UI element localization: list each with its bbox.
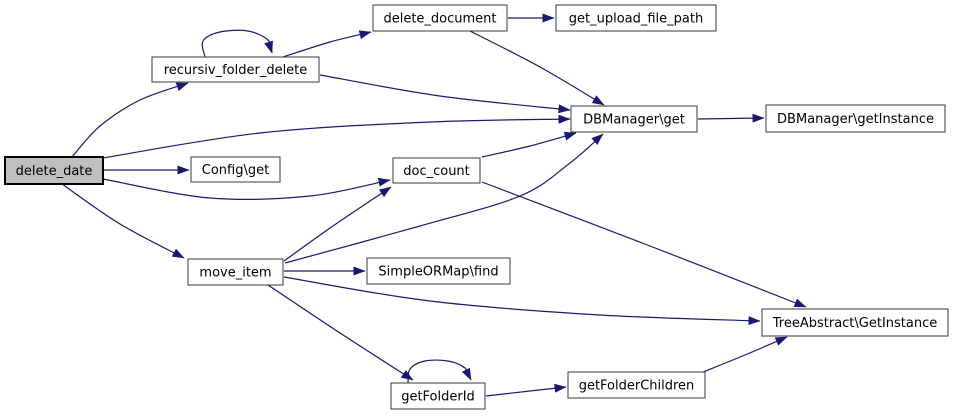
edge-move_item-to-doc_count	[283, 186, 392, 262]
node-delete_document[interactable]: delete_document	[372, 4, 508, 32]
edge-recursiv_folder_delete-to-dbmanager_get	[319, 74, 571, 114]
node-box-dbmanager_getinstance[interactable]	[765, 104, 946, 133]
node-label-getfolderchildren: getFolderChildren	[579, 379, 695, 394]
edge-doc_count-to-treeabstract_getinstance	[481, 181, 807, 308]
edge-delete_date-to-move_item	[61, 183, 185, 259]
node-box-config_get[interactable]	[190, 156, 281, 183]
edge-dbmanager_get-to-dbmanager_getinstance	[697, 113, 765, 123]
edge-delete_document-to-dbmanager_get	[469, 30, 605, 106]
node-doc_count[interactable]: doc_count	[392, 157, 481, 184]
node-label-get_upload_file_path: get_upload_file_path	[569, 12, 703, 27]
node-getfolderchildren[interactable]: getFolderChildren	[567, 371, 706, 399]
node-label-recursiv_folder_delete: recursiv_folder_delete	[164, 63, 308, 78]
edge-doc_count-to-dbmanager_get	[481, 131, 577, 158]
edge-move_item-to-treeabstract_getinstance	[283, 276, 761, 326]
node-recursiv_folder_delete[interactable]: recursiv_folder_delete	[151, 56, 320, 83]
edge-getfolderchildren-to-treeabstract_getinstance	[702, 336, 788, 373]
node-box-get_upload_file_path[interactable]	[555, 4, 717, 32]
node-label-dbmanager_get: DBManager\get	[583, 113, 685, 128]
node-label-dbmanager_getinstance: DBManager\getInstance	[777, 112, 934, 127]
node-box-simpleormap_find[interactable]	[366, 257, 511, 285]
node-label-delete_date: delete_date	[16, 164, 93, 179]
node-label-doc_count: doc_count	[403, 164, 470, 179]
node-label-move_item: move_item	[199, 266, 271, 281]
node-dbmanager_getinstance[interactable]: DBManager\getInstance	[765, 104, 946, 133]
node-box-getfolderid[interactable]	[390, 382, 486, 410]
node-box-doc_count[interactable]	[392, 157, 481, 184]
node-label-simpleormap_find: SimpleORMap\find	[378, 265, 498, 280]
edge-delete_date-to-recursiv_folder_delete	[71, 82, 189, 158]
node-config_get[interactable]: Config\get	[190, 156, 281, 183]
edge-move_item-to-dbmanager_get	[284, 133, 604, 264]
node-box-delete_document[interactable]	[372, 4, 508, 32]
node-label-delete_document: delete_document	[383, 12, 496, 27]
node-get_upload_file_path[interactable]: get_upload_file_path	[555, 4, 717, 32]
node-getfolderid[interactable]: getFolderId	[390, 382, 486, 410]
node-move_item[interactable]: move_item	[187, 258, 284, 286]
edge-delete_date-to-dbmanager_get	[102, 114, 571, 159]
edge-delete_date-to-doc_count	[102, 177, 391, 201]
node-box-dbmanager_get[interactable]	[570, 105, 698, 133]
edge-move_item-to-getfolderid	[267, 284, 414, 381]
node-treeabstract_getinstance[interactable]: TreeAbstract\GetInstance	[761, 308, 949, 337]
node-box-getfolderchildren[interactable]	[567, 371, 706, 399]
node-box-recursiv_folder_delete[interactable]	[151, 56, 320, 83]
edge-getfolderid-to-getfolderchildren	[485, 383, 567, 397]
node-box-delete_date	[4, 156, 104, 185]
edge-getfolderid-to-getfolderid	[407, 359, 472, 384]
node-simpleormap_find[interactable]: SimpleORMap\find	[366, 257, 511, 285]
edge-recursiv_folder_delete-to-recursiv_folder_delete	[201, 29, 273, 58]
node-label-getfolderid: getFolderId	[401, 390, 475, 405]
node-dbmanager_get[interactable]: DBManager\get	[570, 105, 698, 133]
node-delete_date: delete_date	[4, 156, 104, 185]
edge-recursiv_folder_delete-to-delete_document	[282, 30, 372, 58]
node-label-config_get: Config\get	[202, 163, 269, 178]
node-box-treeabstract_getinstance[interactable]	[761, 308, 949, 337]
node-box-move_item[interactable]	[187, 258, 284, 286]
node-label-treeabstract_getinstance: TreeAbstract\GetInstance	[772, 316, 938, 331]
